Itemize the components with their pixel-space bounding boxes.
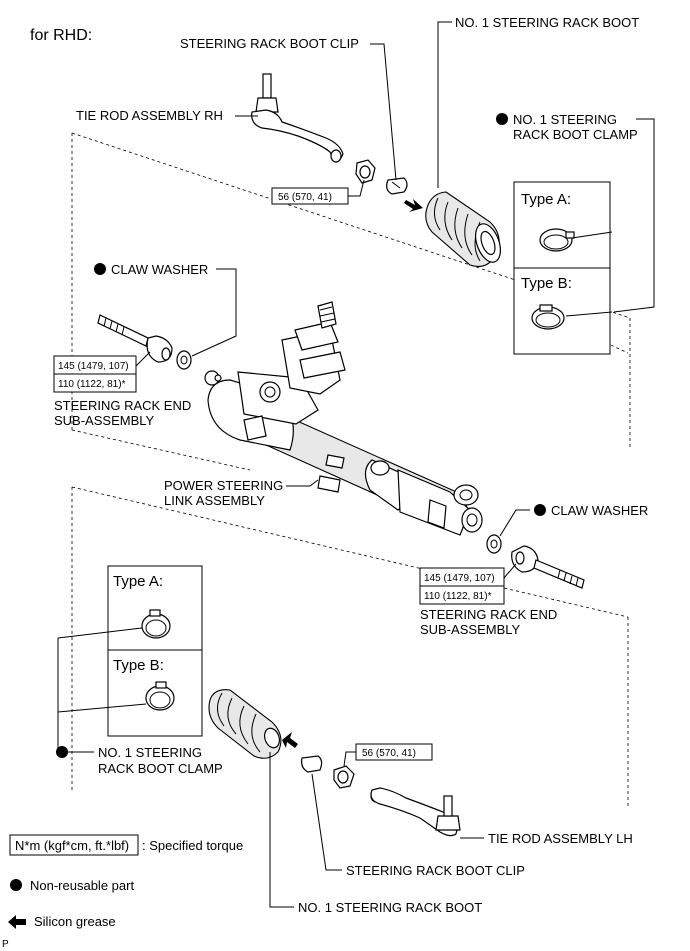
legend-torque-unit: N*m (kgf*cm, ft.*lbf) [15,838,129,853]
arrow-left-icon [8,915,26,929]
label-tie-rod-rh: TIE ROD ASSEMBLY RH [76,108,223,123]
label-power-steering-2: LINK ASSEMBLY [164,493,265,508]
label-rack-end-bottom-2: SUB-ASSEMBLY [420,622,521,637]
label-rack-end-top-2: SUB-ASSEMBLY [54,413,155,428]
tie-rod-lh [370,787,461,837]
label-boot-clip-bottom: STEERING RACK BOOT CLIP [346,863,525,878]
tie-rod-nut-top [355,159,376,184]
corner-mark: P [2,939,9,950]
label-boot-bottom: NO. 1 STEERING RACK BOOT [298,900,482,915]
legend-torque-box [9,834,139,856]
claw-washer-bottom [486,534,502,554]
label-boot-clip-top: STEERING RACK BOOT CLIP [180,36,359,51]
torque-rack-end-top-2: 110 (1122, 81)* [58,379,126,390]
torque-rack-end-bottom-1: 145 (1479, 107) [424,573,495,584]
label-clamp-top-1: NO. 1 STEERING [513,112,617,127]
clamp-type-box-top: Type A: Type B: [513,181,613,355]
type-b-label-bottom: Type B: [113,657,164,674]
steering-rack-boot-top [425,191,501,267]
label-clamp-top-2: RACK BOOT CLAMP [513,127,638,142]
non-reusable-icon-clamp-top [496,113,508,125]
label-rack-end-top-1: STEERING RACK END [54,398,191,413]
type-a-label-bottom: Type A: [113,573,163,590]
steering-rack-boot-clip-top [386,177,408,195]
filled-circle-icon [10,879,22,891]
steering-rack-boot-clip-bottom [301,755,323,773]
label-clamp-bottom-1: NO. 1 STEERING [98,745,202,760]
label-clamp-bottom-2: RACK BOOT CLAMP [98,761,223,776]
diagram-title: for RHD: [30,27,92,44]
legend-torque-desc: : Specified torque [142,838,243,853]
torque-tie-rod-top: 56 (570, 41) [278,192,332,203]
legend-non-reusable: Non-reusable part [30,878,134,893]
label-rack-end-bottom-1: STEERING RACK END [420,607,557,622]
torque-rack-end-bottom-2: 110 (1122, 81)* [424,591,492,602]
label-tie-rod-lh: TIE ROD ASSEMBLY LH [488,831,633,846]
torque-tie-rod-bottom: 56 (570, 41) [362,748,416,759]
torque-rack-end-top-1: 145 (1479, 107) [58,361,129,372]
tie-rod-rh [251,73,344,163]
legend-silicon-grease: Silicon grease [34,914,116,929]
clamp-type-box-bottom: Type A: Type B: [107,565,203,737]
steering-rack-end-bottom [511,545,585,589]
non-reusable-icon-clamp-bottom [56,746,68,758]
clamp-bottom-leader [57,627,147,752]
label-boot-top: NO. 1 STEERING RACK BOOT [455,15,639,30]
label-claw-washer-top: CLAW WASHER [111,262,208,277]
non-reusable-icon-washer-bottom [534,504,546,516]
power-steering-link-assembly [204,301,483,536]
type-a-label-top: Type A: [521,191,571,208]
steering-rack-boot-bottom [208,689,282,759]
claw-washer-top [176,350,192,370]
label-claw-washer-bottom: CLAW WASHER [551,503,648,518]
type-b-label-top: Type B: [521,275,572,292]
label-power-steering-1: POWER STEERING [164,478,283,493]
legend: N*m (kgf*cm, ft.*lbf) : Specified torque… [2,834,243,950]
grease-arrow-icon-top [404,199,423,212]
non-reusable-icon-washer-top [94,263,106,275]
steering-rack-end-top [97,314,173,363]
tie-rod-nut-bottom [333,765,355,789]
grease-arrow-icon-bottom [282,732,298,748]
